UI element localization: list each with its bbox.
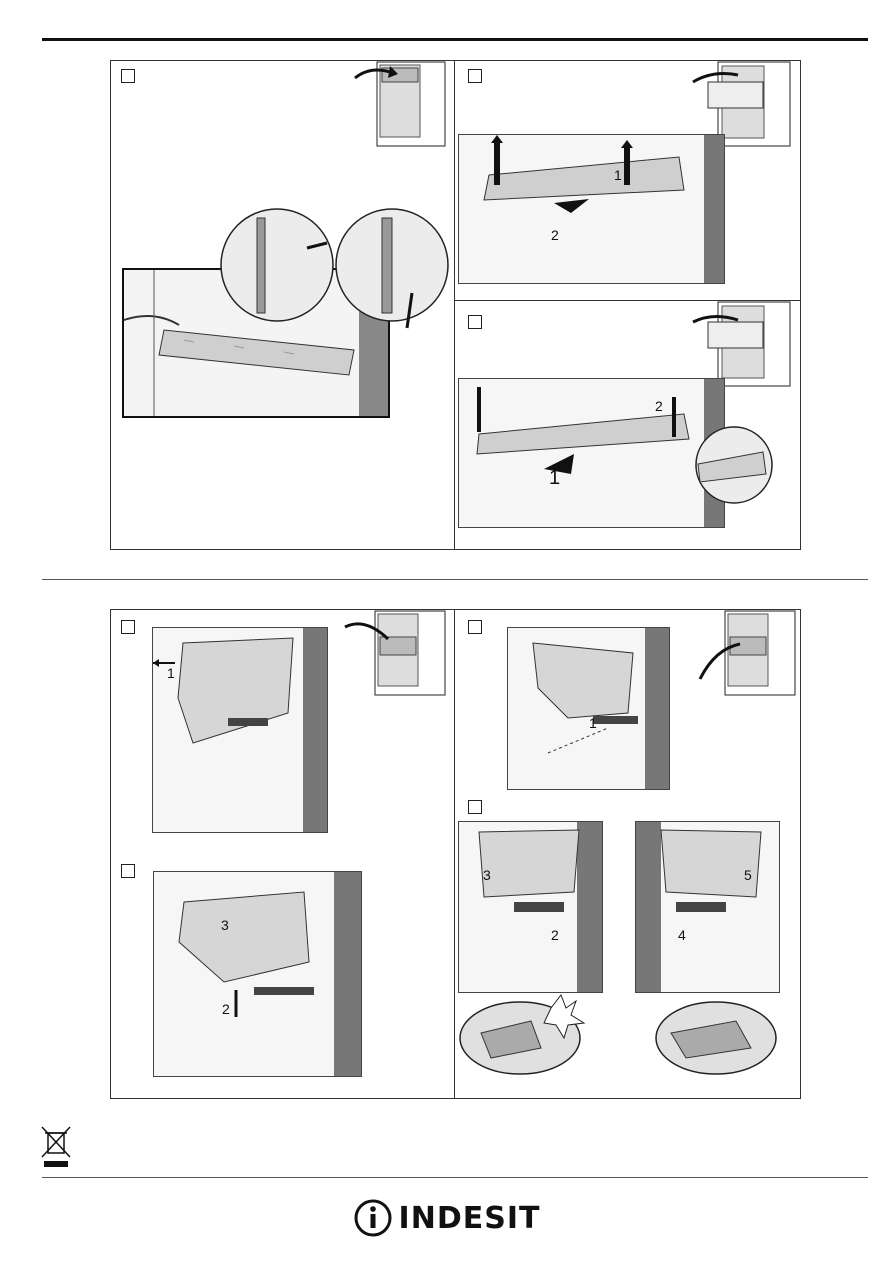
- drawer-insert-illustration: 1: [507, 627, 670, 790]
- bottom-frame-divider: [454, 609, 455, 1099]
- rail-clip-zoom-ovals: [456, 993, 786, 1079]
- label-c1: 1: [549, 467, 560, 489]
- bottom-rule: [42, 1177, 868, 1178]
- step-box-g: [468, 800, 482, 814]
- label-f1: 1: [589, 715, 597, 731]
- step-box-a: [121, 69, 135, 83]
- label-g2: 2: [551, 927, 559, 943]
- brand-footer: INDESIT: [0, 1193, 893, 1243]
- fridge-thumbnail-c: [688, 300, 796, 390]
- brand-name: INDESIT: [399, 1201, 541, 1236]
- label-d1: 1: [167, 665, 175, 681]
- label-g4: 4: [678, 927, 686, 943]
- label-g5: 5: [744, 867, 752, 883]
- drawer-unhook-illustration: 1: [152, 627, 328, 833]
- indesit-logo-icon: [353, 1198, 393, 1238]
- drawer-rail-left-illustration: 3 2: [458, 821, 603, 993]
- label-b2: 2: [551, 227, 559, 243]
- step-box-e: [121, 864, 135, 878]
- label-c2: 2: [655, 398, 663, 414]
- label-e3: 3: [221, 917, 229, 933]
- step-box-f: [468, 620, 482, 634]
- shelf-insert-illustration: 1 2: [458, 378, 725, 528]
- crossed-out-bin-icon: [40, 1125, 72, 1169]
- step-box-b: [468, 69, 482, 83]
- drawer-rail-right-illustration: 5 4: [635, 821, 780, 993]
- middle-rule: [42, 579, 868, 580]
- top-frame-divider: [454, 60, 455, 550]
- zoom-circles-a: [212, 203, 452, 343]
- shelf-lift-illustration: 1 2: [458, 134, 725, 284]
- fridge-thumbnail-f: [695, 609, 800, 699]
- label-b1: 1: [614, 167, 622, 183]
- zoom-circle-c: [688, 424, 780, 506]
- fridge-thumbnail-d: [340, 609, 450, 699]
- top-rule: [42, 38, 868, 41]
- label-g3: 3: [483, 867, 491, 883]
- label-e2: 2: [222, 1001, 230, 1017]
- step-box-c: [468, 315, 482, 329]
- step-box-d: [121, 620, 135, 634]
- fridge-thumbnail-a: [350, 60, 450, 150]
- drawer-lift-illustration: 3 2: [153, 871, 362, 1077]
